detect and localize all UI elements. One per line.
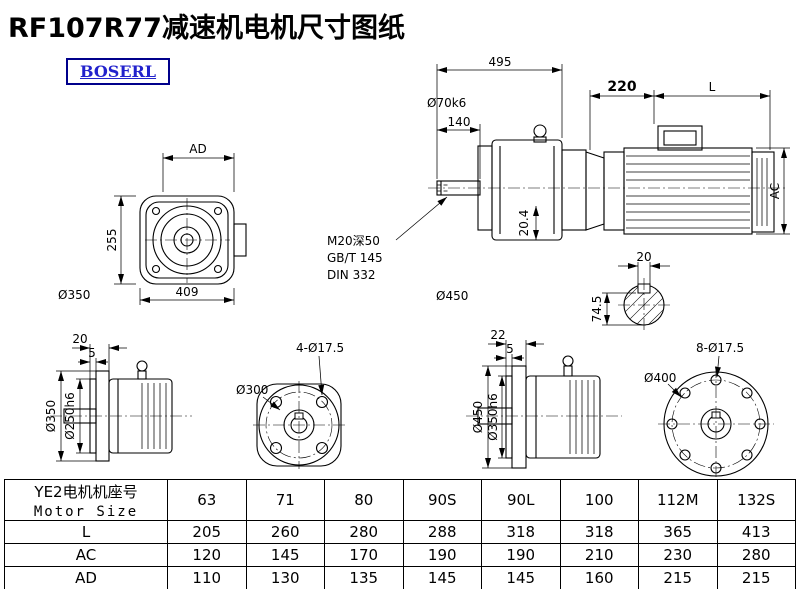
table-cell: 145: [245, 543, 325, 567]
fan-cover: [751, 151, 775, 233]
label-housing-dia-450: Ø450: [436, 289, 468, 303]
eye-bolt: [533, 124, 547, 138]
table-cell: 120: [167, 543, 247, 567]
table-cell: 318: [559, 520, 639, 544]
gearbox-front-view: AD 255 409 Ø350: [58, 142, 247, 305]
table-cell: 145: [402, 566, 482, 589]
label-spigot-dia-350: Ø350h6: [486, 393, 500, 441]
row-label-AC: AC: [4, 543, 168, 567]
table-row-L: L 205 260 280 288 318 318 365 413: [4, 520, 796, 544]
table-header-cn: YE2电机机座号: [34, 482, 138, 501]
label-flange-dia-400: Ø400: [644, 371, 676, 385]
column-header-132s: 132S: [716, 479, 796, 521]
dim-label-spigot-depth: 5: [88, 346, 96, 360]
flange-face-view-small-leaders: [262, 355, 325, 411]
flange-face-view-large: Ø400 8-Ø17.5: [644, 341, 774, 477]
dim-label-220: 220: [607, 79, 636, 95]
dim-label-key-width: 20: [636, 250, 651, 264]
shaft-cross-section: [602, 262, 670, 332]
dim-label-motor-length: L: [709, 80, 716, 94]
terminal-box: [657, 125, 703, 151]
gearbox-front-view-shapes: [139, 195, 247, 285]
column-header-71: 71: [245, 479, 325, 521]
table-cell: 280: [324, 520, 404, 544]
gearmotor-side-view-dimension-lines: [395, 64, 790, 241]
note-thread-spec: M20深50: [327, 234, 380, 248]
flange-face-view-small-shapes: [253, 381, 345, 469]
dim-label-key-depth: 74.5: [590, 296, 604, 323]
dim-label-140: 140: [448, 115, 471, 129]
table-row-AC: AC 120 145 170 190 190 210 230 280: [4, 543, 796, 567]
dim-label-flange-thickness: 20: [72, 332, 87, 346]
table-header-en: Motor Size: [33, 503, 139, 520]
table-row-AD: AD 110 130 135 145 145 160 215 215: [4, 566, 796, 589]
table-cell: 145: [481, 566, 561, 589]
table-cell: 413: [716, 520, 796, 544]
note-standard: GB/T 145: [327, 251, 383, 265]
dim-label-495: 495: [489, 55, 512, 69]
motor-fins: [626, 155, 750, 229]
gearmotor-side-view: 495 140 Ø70k6 220 L AC 20.4 M20深50 GB/T …: [327, 55, 790, 332]
dim-label-spigot-depth: 5: [506, 342, 514, 356]
table-cell: 130: [245, 566, 325, 589]
flange-side-view-large-shapes: [466, 355, 622, 469]
row-label-AD: AD: [4, 566, 168, 589]
dim-label-flange-thickness: 22: [490, 328, 505, 342]
label-spigot-dia-250: Ø250h6: [63, 392, 77, 440]
column-header-63: 63: [167, 479, 247, 521]
table-cell: 318: [481, 520, 561, 544]
label-housing-dia-350: Ø350: [58, 288, 90, 302]
dim-label-255: 255: [105, 229, 119, 252]
table-cell: 365: [638, 520, 718, 544]
flange-side-view-small-shapes: [50, 360, 192, 462]
column-header-80: 80: [324, 479, 404, 521]
label-pilot-dia-300: Ø300: [236, 383, 268, 397]
table-cell: 210: [559, 543, 639, 567]
table-header-row: YE2电机机座号 Motor Size 63 71 80 90S 90L 100…: [4, 479, 796, 521]
eye-bolt: [562, 355, 574, 367]
note-din: DIN 332: [327, 268, 375, 282]
flange-side-view-large: 22 5 Ø450 Ø350h6: [466, 328, 622, 469]
dim-label-409: 409: [176, 285, 199, 299]
flange-side-view-large-dimension-lines: [482, 340, 544, 469]
table-cell: 280: [716, 543, 796, 567]
dim-label-20-4: 20.4: [517, 210, 531, 237]
dim-label-ac: AC: [768, 183, 782, 199]
brand-logo: BOSERL: [66, 58, 171, 85]
column-header-90l: 90L: [481, 479, 561, 521]
table-cell: 215: [716, 566, 796, 589]
flange-side-view-small-dimension-lines: [56, 344, 127, 462]
gearbox-front-view-dimension-lines: [114, 153, 235, 305]
dim-label-shaft-dia: Ø70k6: [427, 96, 466, 110]
flange-face-view-small: Ø300 4-Ø17.5: [236, 341, 345, 469]
flange-side-view-small: 20 5 Ø350 Ø250h6: [44, 332, 192, 462]
page-title: RF107R77减速机电机尺寸图纸: [8, 13, 405, 44]
table-cell: 135: [324, 566, 404, 589]
label-bolt-holes-4: 4-Ø17.5: [296, 341, 344, 355]
table-cell: 160: [559, 566, 639, 589]
column-header-112m: 112M: [638, 479, 718, 521]
table-cell: 190: [402, 543, 482, 567]
table-cell: 288: [402, 520, 482, 544]
label-bolt-holes-8: 8-Ø17.5: [696, 341, 744, 355]
table-cell: 215: [638, 566, 718, 589]
column-header-90s: 90S: [402, 479, 482, 521]
table-cell: 205: [167, 520, 247, 544]
row-label-L: L: [4, 520, 168, 544]
table-cell: 110: [167, 566, 247, 589]
flange-face-view-large-leaders: [667, 355, 721, 398]
gearmotor-side-view-shapes: [428, 124, 786, 241]
table-cell: 260: [245, 520, 325, 544]
table-cell: 230: [638, 543, 718, 567]
table-header-motor-size: YE2电机机座号 Motor Size: [4, 479, 168, 521]
label-flange-dia-450: Ø450: [471, 401, 485, 433]
table-cell: 170: [324, 543, 404, 567]
motor-size-table: YE2电机机座号 Motor Size 63 71 80 90S 90L 100…: [4, 479, 796, 589]
eye-bolt: [136, 360, 148, 372]
table-cell: 190: [481, 543, 561, 567]
column-header-100: 100: [559, 479, 639, 521]
dim-label-ad: AD: [189, 142, 206, 156]
technical-drawing-canvas: AD 255 409 Ø350: [44, 55, 790, 477]
label-flange-dia-350: Ø350: [44, 400, 58, 432]
